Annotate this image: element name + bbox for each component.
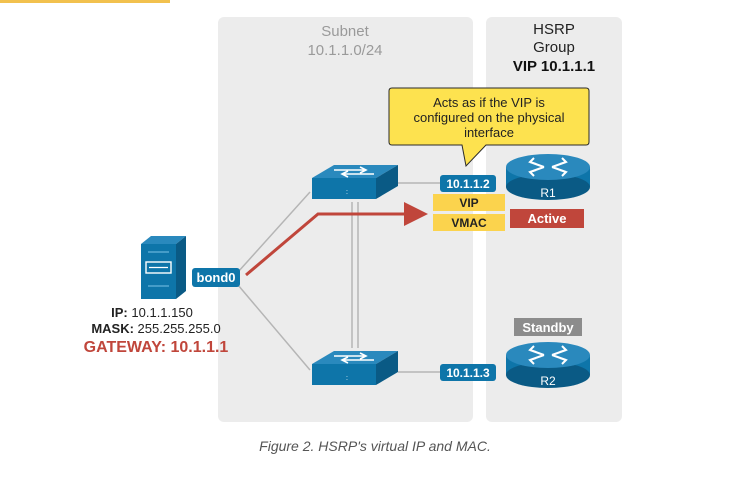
- traffic-arrow: [245, 202, 428, 277]
- r1-state: Active: [527, 211, 566, 226]
- server-mask-value: 255.255.255.0: [138, 321, 221, 336]
- vip-tag: [433, 194, 505, 211]
- r2-state: Standby: [522, 320, 574, 335]
- r1-ip-badge: [440, 175, 496, 192]
- vmac-tag: [433, 214, 505, 231]
- server-mask: MASK: 255.255.255.0: [91, 321, 220, 336]
- router-r1-name: R1: [540, 186, 556, 200]
- figure-caption: Figure 2. HSRP's virtual IP and MAC.: [259, 438, 491, 454]
- svg-text::: :: [346, 189, 348, 196]
- server-ip: IP: 10.1.1.150: [111, 305, 193, 320]
- callout-line2: configured on the physical: [413, 110, 564, 125]
- router-r2-icon: [506, 342, 590, 388]
- router-r2-name: R2: [540, 374, 556, 388]
- callout-line3: interface: [464, 125, 514, 140]
- hsrp-vip: VIP 10.1.1.1: [513, 58, 595, 75]
- hsrp-title-line1: HSRP: [533, 21, 575, 38]
- subnet-cidr: 10.1.1.0/24: [307, 42, 382, 59]
- subnet-title: Subnet: [321, 23, 369, 40]
- server-icon: [141, 236, 186, 299]
- r2-ip-badge: [440, 364, 496, 381]
- bond0-badge: [192, 268, 240, 287]
- server-mask-label: MASK:: [91, 321, 134, 336]
- r2-ip: 10.1.1.3: [446, 366, 490, 380]
- vmac-tag-label: VMAC: [451, 216, 487, 230]
- link-server-sw2: [237, 284, 311, 371]
- hsrp-title-line2: Group: [533, 39, 575, 56]
- callout: Acts as if the VIP is configured on the …: [388, 87, 590, 168]
- switch-2-icon: :: [312, 351, 398, 385]
- links: [237, 182, 440, 373]
- r1-state-badge: [510, 209, 584, 228]
- router-r1-icon: [506, 154, 590, 200]
- server-gateway: GATEWAY: 10.1.1.1: [84, 339, 229, 356]
- svg-text::: :: [346, 375, 348, 382]
- r2-state-badge: [514, 318, 582, 336]
- top-accent-bar: [0, 0, 170, 3]
- link-server-sw1: [237, 191, 311, 273]
- server-ip-label: IP:: [111, 305, 128, 320]
- switch-1-icon: :: [312, 165, 398, 199]
- server-ip-value: 10.1.1.150: [131, 305, 192, 320]
- r1-ip: 10.1.1.2: [446, 177, 490, 191]
- bond0-label: bond0: [197, 270, 236, 285]
- vip-tag-label: VIP: [459, 196, 478, 210]
- callout-line1: Acts as if the VIP is: [433, 95, 545, 110]
